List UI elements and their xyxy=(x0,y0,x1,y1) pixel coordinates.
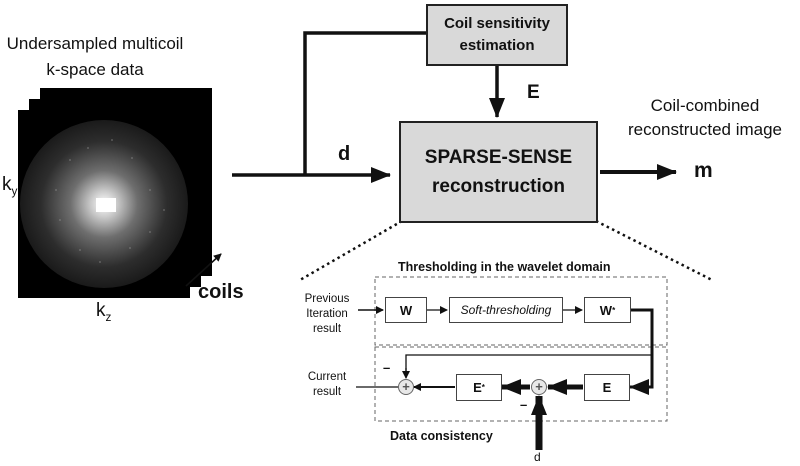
E-label: E xyxy=(527,82,540,103)
coil-sensitivity-box: Coil sensitivity estimation xyxy=(426,4,568,66)
coils-arrow xyxy=(185,253,222,287)
d-branch-line xyxy=(303,31,426,175)
kspace-sampling-dots xyxy=(55,139,165,263)
sparse-sense-box: SPARSE-SENSE reconstruction xyxy=(399,121,598,223)
d-label: d xyxy=(338,143,351,165)
minus-sign-residual: – xyxy=(520,397,528,412)
current-result-label: Current result xyxy=(307,371,347,398)
coil-sensitivity-line1: Coil sensitivity xyxy=(444,15,550,32)
output-label-line2: reconstructed image xyxy=(627,120,783,139)
sparse-sense-line2: reconstruction xyxy=(431,176,566,197)
kspace-title-line1: Undersampled multicoil xyxy=(6,34,184,53)
kspace-title-line2: k-space data xyxy=(46,60,144,79)
W-star-box: W* xyxy=(584,297,631,323)
soft-thresholding-box: Soft-thresholding xyxy=(449,297,563,323)
E-star-box: E* xyxy=(456,374,502,401)
output-label-line1: Coil-combined xyxy=(650,96,760,115)
detail-flow xyxy=(356,306,654,450)
kspace-stack xyxy=(18,88,212,298)
ky-axis-label: ky xyxy=(2,174,18,198)
sum-node-current: + xyxy=(398,379,414,395)
zoom-line-left xyxy=(299,219,403,282)
d-input-label: d xyxy=(534,450,541,464)
previous-iteration-label: Previous Iteration result xyxy=(304,293,350,335)
W-box: W xyxy=(385,297,427,323)
kspace-center xyxy=(96,198,116,212)
threshold-group-title: Thresholding in the wavelet domain xyxy=(398,260,611,274)
zoom-line-right xyxy=(595,219,713,282)
consistency-group-title: Data consistency xyxy=(390,429,493,443)
minus-sign-current: – xyxy=(383,360,391,375)
coil-sensitivity-line2: estimation xyxy=(459,37,535,54)
E-box: E xyxy=(584,374,630,401)
threshold-group-border xyxy=(374,276,668,346)
consistency-group-border xyxy=(374,346,668,422)
m-label: m xyxy=(694,159,713,182)
coils-label: coils xyxy=(198,281,244,303)
sum-node-residual: + xyxy=(531,379,547,395)
sparse-sense-line1: SPARSE-SENSE xyxy=(424,147,573,168)
kz-axis-label: kz xyxy=(96,300,112,324)
